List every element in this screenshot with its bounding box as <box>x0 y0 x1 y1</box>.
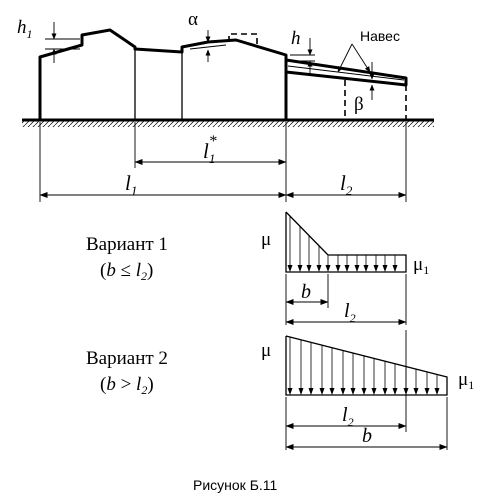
v1-arrow-head <box>344 265 350 272</box>
variant2-condition: (b > l2) <box>100 374 154 397</box>
l1star-label: l1* <box>203 133 217 166</box>
variant2-section: Вариант 2 (b > l2) μ μ1 l2 b <box>86 330 474 450</box>
roof-dashed-box <box>228 33 258 45</box>
v1-arrow-head <box>306 265 312 272</box>
alpha-ref-line <box>189 44 227 50</box>
v1-b-label: b <box>301 281 311 303</box>
l1-label: l1 <box>125 171 137 198</box>
variant2-mu-label: μ <box>261 340 271 361</box>
v2-arrow-head <box>392 388 398 395</box>
v2-arrow-head <box>308 388 314 395</box>
canopy-leader-2 <box>351 43 371 73</box>
v1-arrow-head <box>392 265 398 272</box>
figure-caption: Рисунок Б.11 <box>193 477 278 493</box>
v2-arrow-head <box>329 388 335 395</box>
variant1-load-outline <box>285 211 407 273</box>
ground-hatch <box>22 120 434 127</box>
v2-arrow-head <box>382 388 388 395</box>
variant1-mu-label: μ <box>261 229 271 250</box>
v1-arrow-head <box>325 265 331 272</box>
variant2-load-outline <box>285 335 448 396</box>
v1-arrow-head <box>354 265 360 272</box>
variant1-condition: (b ≤ l2) <box>100 260 153 283</box>
variant1-load-arrows <box>287 216 398 272</box>
roof-outline <box>38 28 288 120</box>
variant2-load-arrows <box>287 337 440 395</box>
h-label: h <box>291 28 301 49</box>
canopy-leader-1 <box>337 43 353 73</box>
canopy-inner-line <box>287 65 405 81</box>
building-elevation: h1 α h Навес β l1* l1 l2 <box>17 9 434 202</box>
h1-label: h1 <box>17 17 33 41</box>
v2-arrow-head <box>413 388 419 395</box>
v1-l2-label: l2 <box>344 300 356 325</box>
v2-arrow-head <box>371 388 377 395</box>
v2-arrow-head <box>340 388 346 395</box>
variant1-mu1-label: μ1 <box>413 254 429 277</box>
v1-arrow-head <box>287 265 293 272</box>
v2-arrow-head <box>434 388 440 395</box>
v2-l2-label: l2 <box>342 404 354 429</box>
v1-arrow-head <box>316 265 322 272</box>
v2-arrow-head <box>287 388 293 395</box>
v2-arrow-head <box>424 388 430 395</box>
beta-label: β <box>354 94 364 115</box>
variant1-section: Вариант 1 (b ≤ l2) μ μ1 b l2 <box>86 211 429 325</box>
v2-arrow-head <box>350 388 356 395</box>
v1-arrow-head <box>373 265 379 272</box>
v2-arrow-head <box>361 388 367 395</box>
variant1-title: Вариант 1 <box>86 234 168 255</box>
v2-b-label: b <box>362 425 372 447</box>
v1-arrow-head <box>297 265 303 272</box>
canopy-dashed-outline <box>344 80 407 121</box>
variant2-title: Вариант 2 <box>86 348 168 369</box>
v1-arrow-head <box>335 265 341 272</box>
beta-ref-line <box>355 79 395 85</box>
l2-label: l2 <box>340 171 353 198</box>
canopy-label: Навес <box>360 28 400 44</box>
v1-arrow-head <box>363 265 369 272</box>
v2-arrow-head <box>319 388 325 395</box>
v2-arrow-head <box>298 388 304 395</box>
v1-arrow-head <box>382 265 388 272</box>
variant2-mu1-label: μ1 <box>458 369 474 392</box>
alpha-label: α <box>188 9 198 30</box>
